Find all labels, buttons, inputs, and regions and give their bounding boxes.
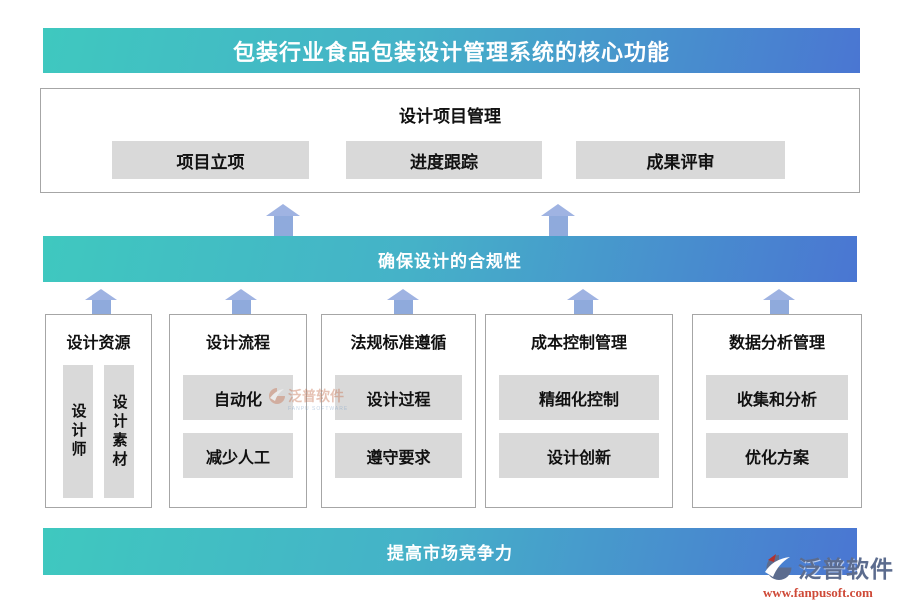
designer-vertical-box[interactable]: 设计师 — [63, 365, 93, 498]
arrow-up-icon — [763, 289, 795, 318]
reduce-manual-button[interactable]: 减少人工 — [183, 433, 293, 478]
column-regulation-compliance: 法规标准遵循 设计过程 遵守要求 — [321, 314, 476, 508]
column-design-process: 设计流程 自动化 减少人工 — [169, 314, 307, 508]
progress-tracking-button[interactable]: 进度跟踪 — [346, 141, 542, 179]
arrow-up-icon — [85, 289, 117, 318]
arrow-up-icon — [225, 289, 257, 318]
design-innovation-button[interactable]: 设计创新 — [499, 433, 659, 478]
column-data-analysis: 数据分析管理 收集和分析 优化方案 — [692, 314, 862, 508]
design-process-button[interactable]: 设计过程 — [335, 375, 462, 420]
fine-control-button[interactable]: 精细化控制 — [499, 375, 659, 420]
vendor-logo-url[interactable]: www.fanpusoft.com — [763, 585, 873, 600]
vendor-logo: 泛普软件 www.fanpusoft.com — [760, 550, 900, 601]
column-title: 设计流程 — [205, 335, 270, 352]
column-title: 法规标准遵循 — [350, 335, 447, 352]
automation-button[interactable]: 自动化 — [183, 375, 293, 420]
design-project-management-box: 设计项目管理 项目立项 进度跟踪 成果评审 — [40, 88, 860, 193]
column-title: 设计资源 — [66, 335, 131, 352]
column-title: 成本控制管理 — [530, 335, 627, 352]
optimize-plan-button[interactable]: 优化方案 — [706, 433, 848, 478]
column-design-resources: 设计资源 设计师 设计素材 — [45, 314, 152, 508]
result-review-button[interactable]: 成果评审 — [576, 141, 785, 179]
collect-analyze-button[interactable]: 收集和分析 — [706, 375, 848, 420]
compliance-bar: 确保设计的合规性 — [43, 236, 857, 282]
design-project-management-title: 设计项目管理 — [399, 107, 501, 126]
column-title: 数据分析管理 — [728, 335, 825, 352]
design-material-vertical-box[interactable]: 设计素材 — [104, 365, 134, 498]
follow-requirements-button[interactable]: 遵守要求 — [335, 433, 462, 478]
compliance-bar-label: 确保设计的合规性 — [378, 251, 522, 271]
fanpu-logo-icon — [765, 553, 792, 580]
arrow-up-icon — [541, 204, 575, 236]
column-cost-control: 成本控制管理 精细化控制 设计创新 — [485, 314, 673, 508]
arrow-up-icon — [567, 289, 599, 318]
market-competitiveness-label: 提高市场竞争力 — [387, 544, 513, 563]
page-title: 包装行业食品包装设计管理系统的核心功能 — [232, 39, 670, 65]
vendor-logo-name: 泛普软件 — [798, 556, 894, 582]
page-title-banner: 包装行业食品包装设计管理系统的核心功能 — [43, 28, 860, 73]
project-initiation-button[interactable]: 项目立项 — [112, 141, 309, 179]
arrow-up-icon — [387, 289, 419, 318]
market-competitiveness-bar: 提高市场竞争力 — [43, 528, 857, 575]
arrow-up-icon — [266, 204, 300, 236]
